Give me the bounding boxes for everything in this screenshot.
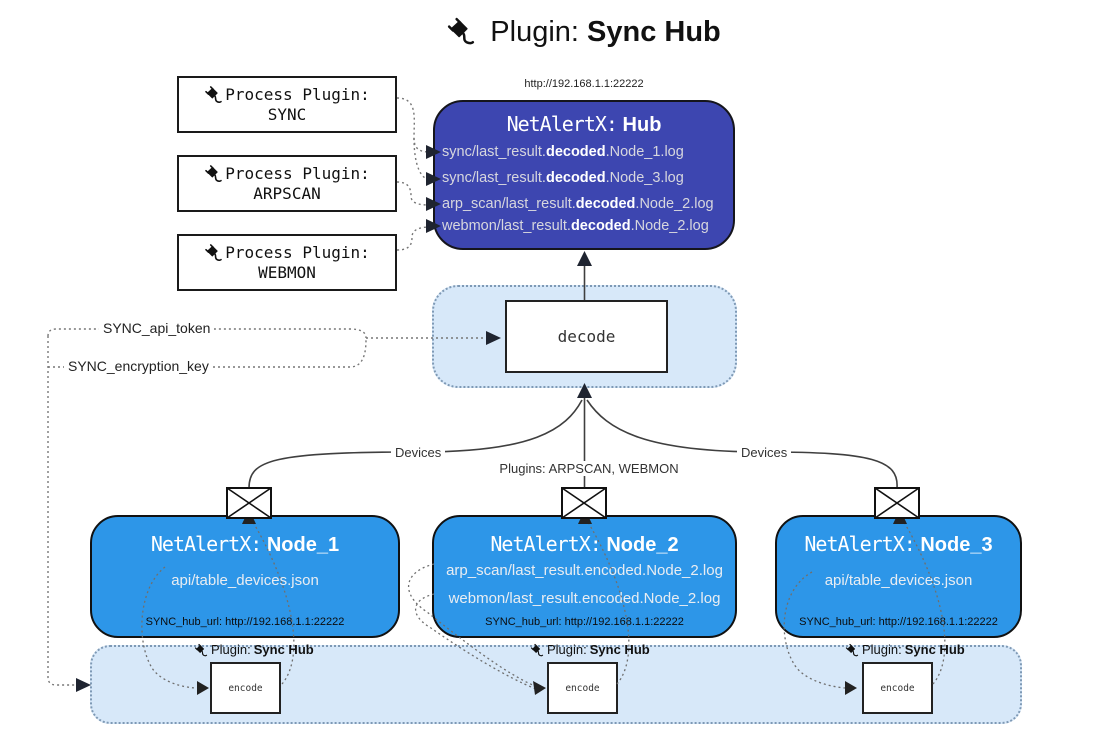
plug-icon xyxy=(530,643,544,657)
plugins-edge-label: Plugins: ARPSCAN, WEBMON xyxy=(495,461,683,476)
node-title: NetAlertX: Node_1 xyxy=(150,532,340,556)
node-file: webmon/last_result.encoded.Node_2.log xyxy=(448,590,721,607)
encode-box-2: encode xyxy=(547,662,618,714)
plug-icon xyxy=(204,243,223,262)
hub-box xyxy=(433,100,735,250)
plug-icon xyxy=(194,643,208,657)
node-file: arp_scan/last_result.encoded.Node_2.log xyxy=(446,562,723,579)
node-1-box: NetAlertX: Node_1 api/table_devices.json… xyxy=(90,515,400,638)
plug-icon xyxy=(845,643,859,657)
sync-api-token-label: SYNC_api_token xyxy=(99,320,215,336)
process-plugin-label: Process Plugin: xyxy=(225,242,370,262)
hub-title-name: Hub xyxy=(622,114,662,136)
process-plugin-sync: Process Plugin: SYNC xyxy=(177,76,397,133)
process-plugin-connectors xyxy=(396,97,431,251)
process-plugin-webmon: Process Plugin: WEBMON xyxy=(177,234,397,291)
node-3-box: NetAlertX: Node_3 api/table_devices.json… xyxy=(775,515,1022,638)
node-hub-url: SYNC_hub_url: http://192.168.1.1:22222 xyxy=(485,616,684,628)
decode-box: decode xyxy=(505,300,668,373)
sync-encryption-key-label: SYNC_encryption_key xyxy=(64,358,213,374)
encode-plugin-label-2: Plugin: Sync Hub xyxy=(530,642,650,657)
envelope-icon xyxy=(226,487,272,519)
hub-file-1: sync/last_result.decoded.Node_1.log xyxy=(442,144,684,160)
hub-file-3: arp_scan/last_result.decoded.Node_2.log xyxy=(442,196,714,212)
hub-file-4: webmon/last_result.decoded.Node_2.log xyxy=(442,218,709,234)
node-title: NetAlertX: Node_3 xyxy=(804,532,993,556)
plug-icon xyxy=(204,164,223,183)
page-title: Plugin: Sync Hub xyxy=(25,16,1117,49)
hub-file-2: sync/last_result.decoded.Node_3.log xyxy=(442,170,684,186)
process-plugin-name: ARPSCAN xyxy=(253,183,321,203)
hub-url: http://192.168.1.1:22222 xyxy=(524,78,644,90)
devices-label-left: Devices xyxy=(391,445,446,460)
node-2-box: NetAlertX: Node_2 arp_scan/last_result.e… xyxy=(432,515,737,638)
title-name: Sync Hub xyxy=(587,16,721,48)
envelope-icon xyxy=(561,487,607,519)
container-in-arrow-icon xyxy=(76,678,91,692)
title-prefix: Plugin: xyxy=(490,16,579,48)
hub-title-prefix: NetAlertX: xyxy=(506,112,618,136)
process-plugin-arpscan: Process Plugin: ARPSCAN xyxy=(177,155,397,212)
node-hub-url: SYNC_hub_url: http://192.168.1.1:22222 xyxy=(145,616,345,628)
hub-in-arrow-icon xyxy=(577,251,592,266)
envelope-icons xyxy=(226,487,920,519)
process-plugin-name: WEBMON xyxy=(258,262,316,282)
devices-label-right: Devices xyxy=(737,445,792,460)
node-file: api/table_devices.json xyxy=(171,572,319,589)
encode-box-3: encode xyxy=(862,662,933,714)
node-title: NetAlertX: Node_2 xyxy=(490,532,679,556)
encode-plugin-label-3: Plugin: Sync Hub xyxy=(845,642,965,657)
node-hub-url: SYNC_hub_url: http://192.168.1.1:22222 xyxy=(799,616,998,628)
process-plugin-label: Process Plugin: xyxy=(225,84,370,104)
encode-plugin-label-1: Plugin: Sync Hub xyxy=(194,642,314,657)
process-plugin-label: Process Plugin: xyxy=(225,163,370,183)
process-plugin-name: SYNC xyxy=(267,104,307,124)
hub-title: NetAlertX: Hub xyxy=(433,112,735,137)
node-file: api/table_devices.json xyxy=(824,572,973,589)
plug-icon xyxy=(204,85,223,104)
plug-icon xyxy=(446,16,476,46)
encode-box-1: encode xyxy=(210,662,281,714)
envelope-icon xyxy=(874,487,920,519)
